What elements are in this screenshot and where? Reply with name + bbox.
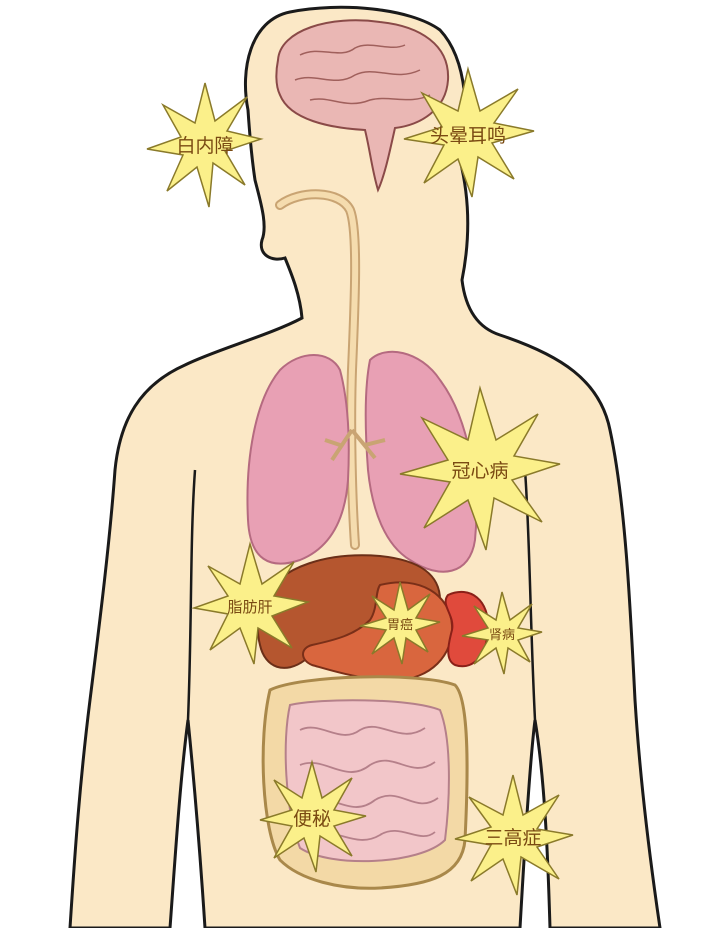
- intestines: [263, 677, 467, 888]
- burst-cataract: 白内障: [147, 83, 261, 207]
- label-constipation: 便秘: [293, 808, 331, 830]
- label-coronary: 冠心病: [451, 460, 508, 482]
- label-stomach-cancer: 胃癌: [387, 617, 413, 633]
- label-three-highs: 三高症: [484, 827, 541, 849]
- label-tinnitus: 头晕耳鸣: [430, 125, 506, 147]
- label-cataract: 白内障: [176, 135, 233, 157]
- label-fatty-liver: 脂肪肝: [227, 598, 272, 616]
- label-kidney-disease: 肾病: [489, 628, 515, 643]
